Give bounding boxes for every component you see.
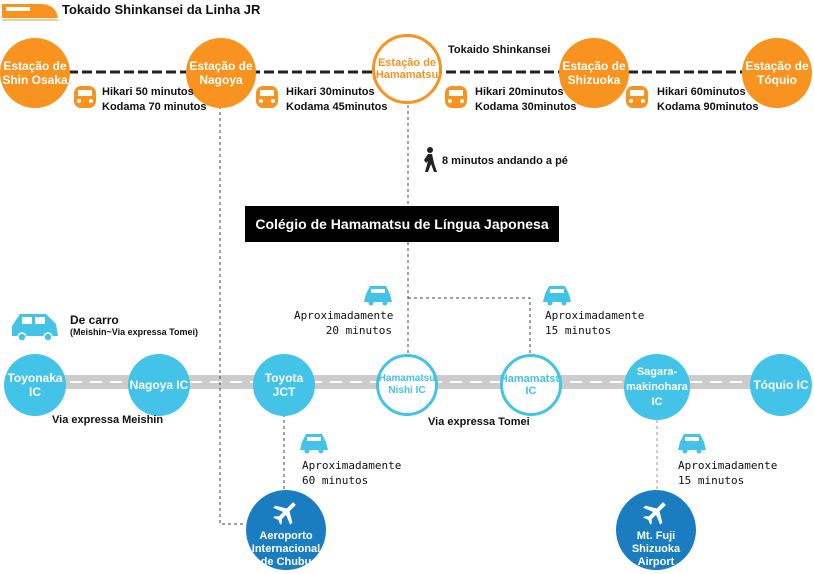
time-toyota-line2: 60 minutos [302, 474, 369, 487]
time-toyota-line1: Aproximadamente [302, 459, 402, 472]
time-hamamatsu-line2: 15 minutos [545, 324, 612, 337]
ic-nagoya[interactable]: Nagoya IC [128, 354, 190, 416]
station-tokyo[interactable]: Estação de Tóquio [742, 38, 812, 108]
airport-fuji-shizuoka[interactable]: Mt. Fuji Shizuoka Airport [616, 490, 696, 570]
time-hamamatsu-line1: Aproximadamente [545, 309, 645, 322]
segment-3-hikari: Hikari 20minutos [475, 86, 564, 98]
line-label: Tokaido Shinkansei [448, 44, 551, 56]
airport-chubu[interactable]: Aeroporto Internacional de Chubu [246, 490, 326, 570]
shinkansen-icon [2, 4, 58, 21]
page-title: Tokaido Shinkansei da Linha JR [62, 2, 261, 17]
meishin-label: Via expressa Meishin [52, 414, 164, 426]
station-hamamatsu[interactable]: Estação de Hamamatsu [372, 34, 442, 104]
segment-4-kodama: Kodama 90minutos [657, 101, 759, 113]
time-sagara-line1: Aproximadamente [678, 459, 778, 472]
time-nishi-line2: 20 minutos [325, 324, 392, 337]
station-nagoya[interactable]: Estação de Nagoya [186, 38, 256, 108]
jct-toyota[interactable]: Toyota JCT [253, 354, 315, 416]
segment-2-kodama: Kodama 45minutos [286, 101, 388, 113]
station-shin-osaka[interactable]: Estação de Shin Osaka [0, 38, 70, 108]
car-title: De carro [70, 313, 119, 327]
segment-1-hikari: Hikari 50 minutos [102, 86, 194, 98]
time-sagara-line2: 15 minutos [678, 474, 745, 487]
ic-sagara-makinohara[interactable]: Sagara-makinohara IC [624, 354, 690, 420]
ic-hamamatsu-nishi[interactable]: Hamamatsu Nishi IC [376, 354, 438, 416]
segment-2-hikari: Hikari 30minutos [286, 86, 375, 98]
segment-1-kodama: Kodama 70 minutos [102, 101, 207, 113]
tomei-label: Via expressa Tomei [428, 416, 530, 428]
ic-hamamatsu[interactable]: Hamamatsu IC [500, 354, 562, 416]
car-subtitle: (Meishin~Via expressa Tomei) [70, 327, 198, 337]
ic-tokyo[interactable]: Tóquio IC [750, 354, 812, 416]
segment-3-kodama: Kodama 30minutos [475, 101, 577, 113]
walk-time: 8 minutos andando a pé [442, 155, 568, 167]
school-banner[interactable]: Colégio de Hamamatsu de Língua Japonesa [245, 206, 559, 242]
time-nishi-line1: Aproximadamente [294, 309, 394, 322]
station-shizuoka[interactable]: Estação de Shizuoka [559, 38, 629, 108]
segment-4-hikari: Hikari 60minutos [657, 86, 746, 98]
ic-toyonaka[interactable]: Toyonaka IC [4, 354, 66, 416]
